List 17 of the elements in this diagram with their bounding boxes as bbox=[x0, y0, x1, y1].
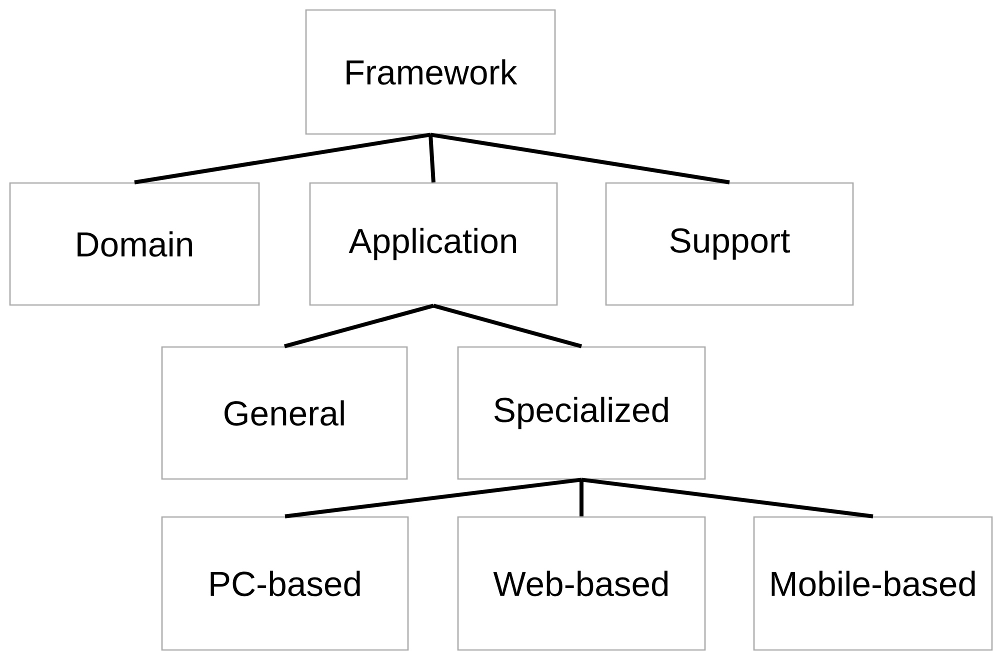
box: Application bbox=[309, 182, 558, 306]
connector bbox=[432, 304, 582, 348]
connector bbox=[430, 132, 730, 184]
box: General bbox=[161, 346, 408, 480]
box: Framework bbox=[305, 9, 556, 135]
connector bbox=[284, 478, 582, 518]
connector bbox=[284, 304, 434, 348]
box: Mobile-based bbox=[753, 516, 993, 651]
box: Domain bbox=[9, 182, 260, 306]
connector bbox=[134, 132, 431, 184]
box: Web-based bbox=[457, 516, 706, 651]
box: Specialized bbox=[457, 346, 706, 480]
connector bbox=[581, 478, 874, 518]
box: PC-based bbox=[161, 516, 409, 651]
box: Support bbox=[605, 182, 854, 306]
connector bbox=[428, 134, 436, 182]
connector bbox=[580, 480, 584, 516]
